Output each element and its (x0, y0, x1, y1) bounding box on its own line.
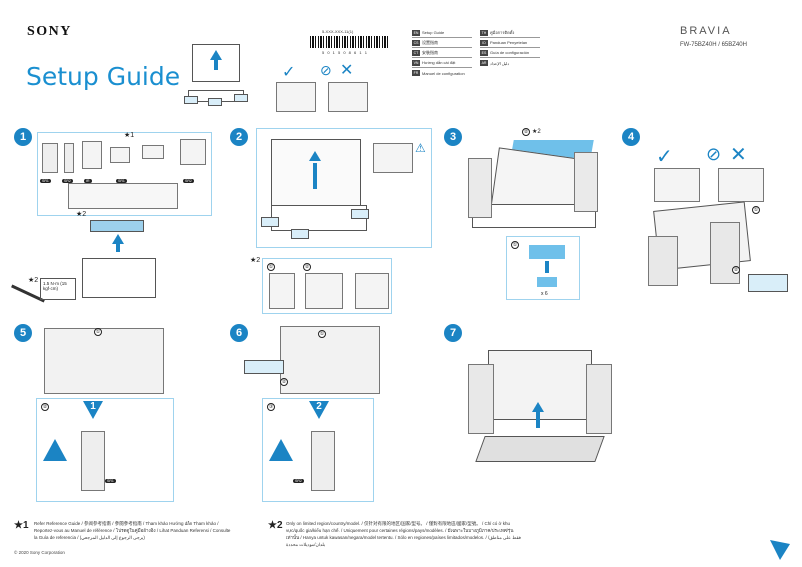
step-number: 3 (444, 128, 462, 146)
step-number: 4 (622, 128, 640, 146)
sub-step-marker: ② (522, 128, 530, 136)
barcode-number: 5 0 1 5 0 8 6 1 1 (322, 50, 368, 55)
sub-step-marker: ① (318, 330, 326, 338)
sub-step-marker: ② (732, 266, 740, 274)
step-number: 1 (14, 128, 32, 146)
step1-tv-illustration (80, 220, 160, 302)
step6-illustration: ① ② (236, 326, 386, 398)
step5-illustration: ① (40, 324, 170, 396)
part-number: 5-XXX-XXX-11(1) (322, 29, 354, 34)
sub-step-marker: ③ (267, 403, 275, 411)
note-star: ★1 (14, 520, 29, 531)
brand-logo: SONY (27, 24, 72, 39)
step-number: 2 (230, 128, 248, 146)
sub-step-marker: ① (752, 206, 760, 214)
hand-warning-icon (43, 439, 67, 461)
step5-detail-panel: ② 1 SR1 (36, 398, 174, 502)
model-numbers: FW-75BZ40H / 65BZ40H (680, 42, 747, 48)
page-title: Setup Guide (26, 62, 181, 91)
torque-spec: 1.5 N·m (15 kgf·cm) (43, 281, 67, 291)
step3-sub-panel: ① x 6 (506, 236, 580, 300)
note-star: ★2 (28, 277, 39, 284)
warning-icon: ⚠ (415, 141, 426, 155)
step1-accessories-panel: ★1 SR1 SR2 IR SR1 SR2 (37, 132, 212, 216)
sub-step-marker: ② (280, 378, 288, 386)
step7-illustration (466, 344, 616, 474)
sub-step-marker: ① (511, 241, 519, 249)
sub-step-marker: ② (303, 263, 311, 271)
accessory-label: SR2 (62, 179, 73, 183)
header-do-dont: ✓ ⊘ ✕ (276, 62, 372, 114)
sub-step-marker: ② (41, 403, 49, 411)
step4-illustration: ① ② (640, 201, 790, 294)
sub-step-marker: ① (94, 328, 102, 336)
step-number: 6 (230, 324, 248, 342)
part-label: SR1 (105, 479, 116, 483)
prohibited-icon: ⊘ (320, 62, 332, 78)
header-box-illustration (182, 38, 252, 110)
sub-step-marker: ① (267, 263, 275, 271)
part-label: SR2 (293, 479, 304, 483)
note-star: ★2 (532, 129, 541, 135)
step6-detail-panel: ③ 2 SR2 (262, 398, 374, 502)
cross-icon: ✕ (340, 62, 354, 79)
accessory-label: SR2 (183, 179, 194, 183)
step-badge: 1 (90, 401, 96, 412)
step2-main-panel: ⚠ (256, 128, 432, 248)
hand-warning-icon (269, 439, 293, 461)
count-label: x 6 (541, 291, 548, 297)
accessory-label: IR (84, 179, 92, 183)
step-number: 5 (14, 324, 32, 342)
corner-mark-icon (770, 540, 790, 560)
note-text: Only on limited region/country/model. / … (286, 521, 521, 547)
step-number: 7 (444, 324, 462, 342)
cross-icon: ✕ (730, 144, 747, 166)
step2-sub-panel: ① ② (262, 258, 392, 314)
product-line: BRAVIA (680, 25, 732, 37)
note-star: ★1 (124, 132, 135, 139)
accessory-label: SR1 (116, 179, 127, 183)
note-star: ★2 (76, 211, 87, 218)
check-icon: ✓ (282, 64, 296, 81)
step-badge: 2 (316, 401, 322, 412)
prohibited-icon: ⊘ (706, 144, 722, 164)
step3-illustration: ② ★2 (468, 128, 608, 248)
note-text: Refer Reference Guide / 参阅参考指南 / 參閱參考指南 … (34, 521, 231, 540)
check-icon: ✓ (656, 146, 673, 168)
step4-do-dont: ✓ ⊘ ✕ (650, 144, 770, 202)
note-star: ★2 (268, 520, 283, 531)
copyright: © 2020 Sony Corporation (14, 550, 65, 555)
accessory-label: SR1 (40, 179, 51, 183)
barcode (310, 36, 390, 48)
note-star: ★2 (250, 257, 261, 264)
